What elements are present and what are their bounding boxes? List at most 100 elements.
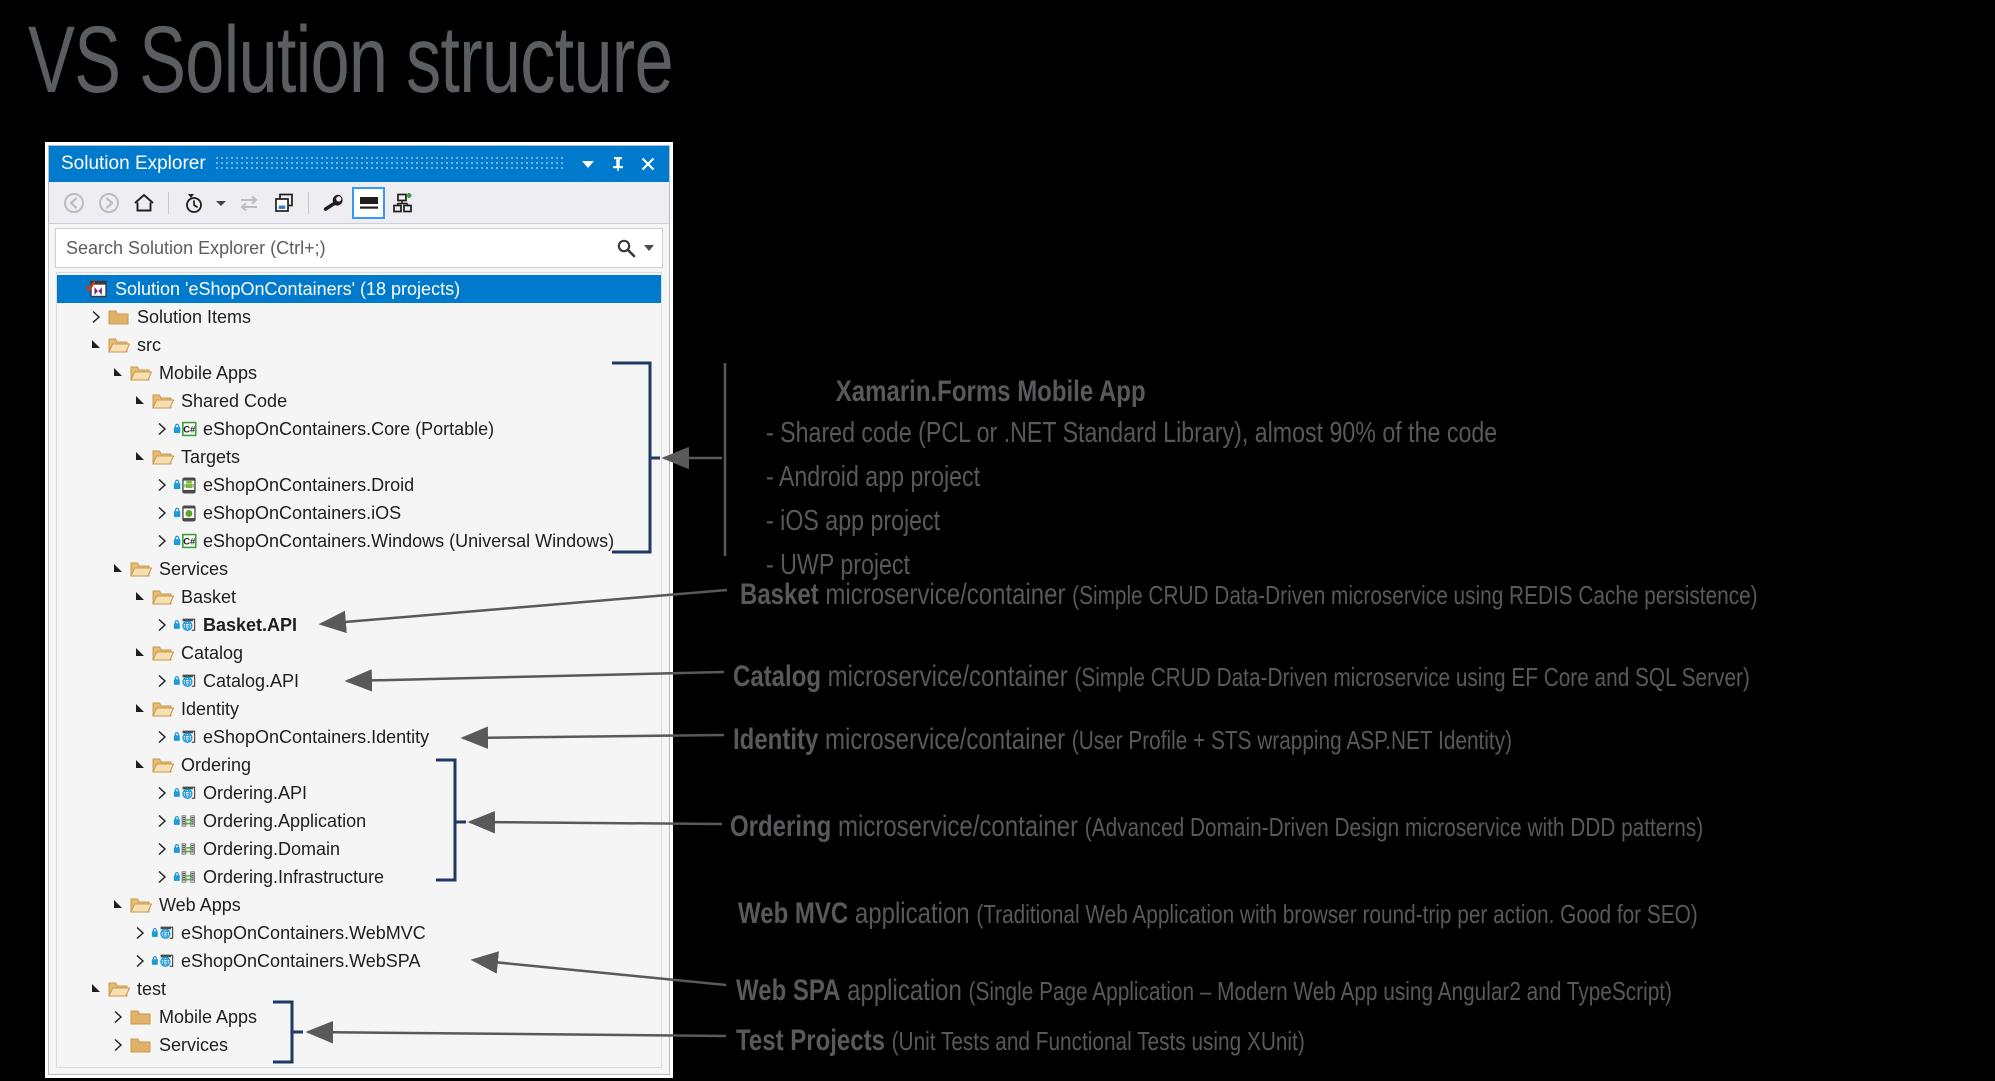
tree-row[interactable]: eShopOnContainers.Identity <box>57 723 661 751</box>
chevron-down-icon[interactable] <box>129 446 151 468</box>
chevron-down-icon[interactable] <box>107 362 129 384</box>
chevron-down-icon[interactable] <box>85 334 107 356</box>
tree-row[interactable]: Ordering.API <box>57 779 661 807</box>
annotation-web-mvc-title: Web MVC <box>738 897 849 930</box>
tree-row[interactable]: Targets <box>57 443 661 471</box>
chevron-down-icon[interactable] <box>129 698 151 720</box>
tree-row[interactable]: Identity <box>57 695 661 723</box>
chevron-right-icon[interactable] <box>129 922 151 944</box>
tree-row[interactable]: eShopOnContainers.iOS <box>57 499 661 527</box>
tree-row[interactable]: Catalog.API <box>57 667 661 695</box>
chevron-right-icon[interactable] <box>151 838 173 860</box>
tree-row[interactable]: Catalog <box>57 639 661 667</box>
chevron-right-icon[interactable] <box>107 1034 129 1056</box>
tree-item-label: Solution 'eShopOnContainers' (18 project… <box>115 278 461 299</box>
chevron-right-icon[interactable] <box>151 782 173 804</box>
annotation-identity: Identity microservice/container (User Pr… <box>733 723 1512 757</box>
class-library-icon <box>173 866 197 888</box>
tree-row[interactable]: Ordering.Application <box>57 807 661 835</box>
pending-changes-filter-button[interactable] <box>177 187 210 219</box>
show-all-files-button[interactable] <box>387 187 420 219</box>
pin-icon[interactable] <box>603 149 633 179</box>
tree-row[interactable]: Solution 'eShopOnContainers' (18 project… <box>57 275 661 303</box>
close-icon[interactable] <box>633 149 663 179</box>
chevron-right-icon[interactable] <box>151 726 173 748</box>
tree-row[interactable]: Ordering.Domain <box>57 835 661 863</box>
tree-row[interactable]: Basket <box>57 583 661 611</box>
tree-row[interactable]: Solution Items <box>57 303 661 331</box>
tree-row[interactable]: Basket.API <box>57 611 661 639</box>
tree-item-label: Ordering.API <box>203 782 308 803</box>
home-button[interactable] <box>127 187 160 219</box>
ios-project-icon <box>173 502 197 524</box>
annotation-catalog-title: Catalog <box>733 660 822 693</box>
annotation-basket: Basket microservice/container (Simple CR… <box>740 578 1758 612</box>
chevron-right-icon[interactable] <box>151 530 173 552</box>
tree-item-label: Shared Code <box>181 390 288 411</box>
properties-wrench-icon[interactable] <box>317 187 350 219</box>
web-project-icon <box>151 950 175 972</box>
tree-row[interactable]: eShopOnContainers.WebMVC <box>57 919 661 947</box>
tree-row[interactable]: Shared Code <box>57 387 661 415</box>
web-project-icon <box>151 922 175 944</box>
search-options-chevron-down-icon[interactable] <box>644 245 654 251</box>
list-item: - Android app project <box>766 461 981 493</box>
chevron-right-icon[interactable] <box>151 474 173 496</box>
tree-item-label: test <box>137 978 167 999</box>
chevron-right-icon[interactable] <box>151 866 173 888</box>
pending-changes-dropdown[interactable] <box>212 187 230 219</box>
tree-row[interactable]: eShopOnContainers.Droid <box>57 471 661 499</box>
svg-text:C#: C# <box>183 535 196 546</box>
chevron-right-icon[interactable] <box>151 418 173 440</box>
tree-row[interactable]: Ordering <box>57 751 661 779</box>
tree-row[interactable]: Services <box>57 1031 661 1059</box>
tree-row[interactable]: Mobile Apps <box>57 1003 661 1031</box>
chevron-right-icon[interactable] <box>129 950 151 972</box>
chevron-down-icon[interactable] <box>107 558 129 580</box>
chevron-down-icon[interactable] <box>129 642 151 664</box>
annotation-web-mvc: Web MVC application (Traditional Web App… <box>738 897 1698 931</box>
tree-row[interactable]: Services <box>57 555 661 583</box>
tree-row[interactable]: test <box>57 975 661 1003</box>
chevron-down-icon[interactable] <box>129 586 151 608</box>
solution-tree[interactable]: Solution 'eShopOnContainers' (18 project… <box>56 272 662 1068</box>
chevron-down-icon[interactable] <box>129 390 151 412</box>
tree-row[interactable]: C#eShopOnContainers.Core (Portable) <box>57 415 661 443</box>
page-title: VS Solution structure <box>28 7 674 113</box>
chevron-right-icon[interactable] <box>151 614 173 636</box>
tree-row[interactable]: src <box>57 331 661 359</box>
back-button[interactable] <box>57 187 90 219</box>
tree-row[interactable]: C#eShopOnContainers.Windows (Universal W… <box>57 527 661 555</box>
chevron-right-icon[interactable] <box>107 1006 129 1028</box>
folder-open-icon <box>151 390 175 412</box>
sync-with-active-document-button[interactable] <box>232 187 265 219</box>
folder-open-icon <box>151 642 175 664</box>
folder-open-icon <box>107 334 131 356</box>
preview-selected-items-button[interactable] <box>352 186 385 219</box>
folder-open-icon <box>151 586 175 608</box>
tree-row[interactable]: Ordering.Infrastructure <box>57 863 661 891</box>
folder-open-icon <box>151 698 175 720</box>
tree-row[interactable]: Web Apps <box>57 891 661 919</box>
chevron-down-icon[interactable] <box>85 978 107 1000</box>
drag-grip[interactable] <box>215 157 563 171</box>
chevron-down-icon[interactable] <box>129 754 151 776</box>
forward-button[interactable] <box>92 187 125 219</box>
tree-row[interactable]: eShopOnContainers.WebSPA <box>57 947 661 975</box>
tree-item-label: Ordering <box>181 754 252 775</box>
collapse-all-button[interactable] <box>267 187 300 219</box>
tree-item-label: Mobile Apps <box>159 1006 258 1027</box>
csharp-project-icon: C# <box>173 418 197 440</box>
chevron-right-icon[interactable] <box>151 670 173 692</box>
chevron-right-icon[interactable] <box>85 306 107 328</box>
chevron-right-icon[interactable] <box>151 810 173 832</box>
search-solution-explorer-box[interactable]: Search Solution Explorer (Ctrl+;) <box>55 228 663 268</box>
chevron-right-icon[interactable] <box>151 502 173 524</box>
tree-row[interactable]: Mobile Apps <box>57 359 661 387</box>
chevron-down-icon[interactable] <box>107 894 129 916</box>
annotation-web-mvc-detail: (Traditional Web Application with browse… <box>976 899 1698 929</box>
tree-item-label: Mobile Apps <box>159 362 258 383</box>
search-icon[interactable] <box>614 236 638 260</box>
search-input[interactable]: Search Solution Explorer (Ctrl+;) <box>66 237 326 258</box>
chevron-down-icon[interactable] <box>573 149 603 179</box>
